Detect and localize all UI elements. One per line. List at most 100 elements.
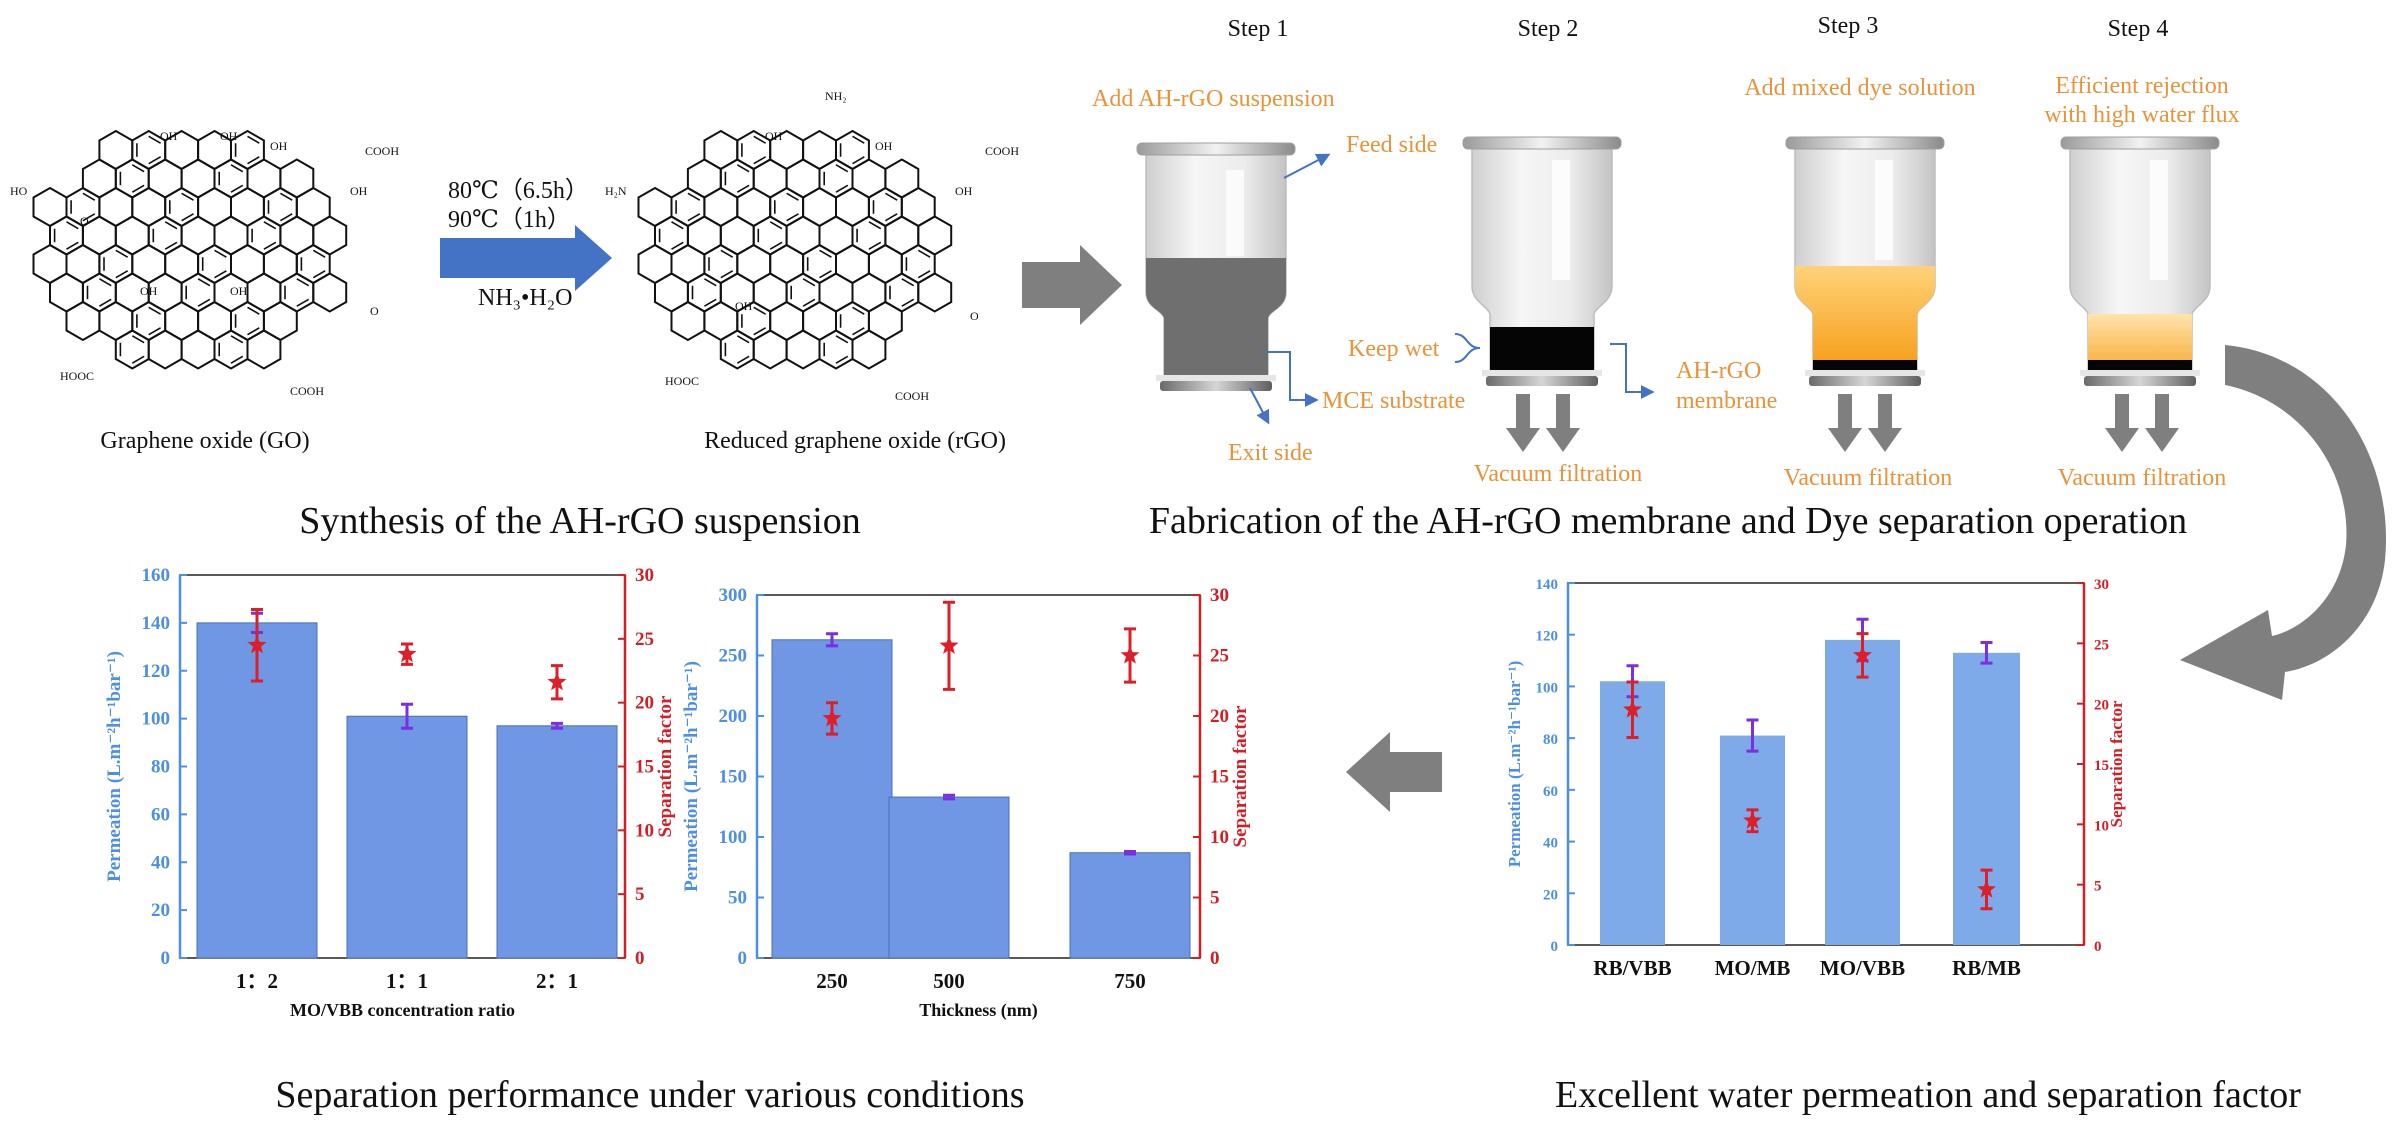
right-tick-label: 25 <box>1210 646 1229 667</box>
left-tick-label: 0 <box>738 948 748 969</box>
graphene-oxide-structure: OH OH OH COOH HO O OH OH OH HOOC COOH O <box>10 129 399 398</box>
add-suspension-label: Add AH-rGO suspension <box>1092 86 1335 112</box>
group-o-label: O <box>970 309 979 323</box>
left-tick-label: 120 <box>142 661 171 682</box>
group-oh-label: OH <box>955 184 973 198</box>
permeation-bar <box>346 715 468 959</box>
right-tick-label: 5 <box>635 884 645 905</box>
keep-wet-label: Keep wet <box>1348 336 1440 362</box>
right-axis-title: Separation factor <box>1230 705 1251 848</box>
vacuum-filtration-label-3: Vacuum filtration <box>1784 465 1953 491</box>
retained-dye-fill <box>2080 314 2200 360</box>
permeation-error-bar <box>401 702 413 730</box>
separation-factor-point <box>1120 645 1140 664</box>
heading-excellent: Excellent water permeation and separatio… <box>1555 1074 2301 1116</box>
left-tick-label: 300 <box>719 585 748 606</box>
group-oh-label: OH <box>140 284 158 298</box>
left-tick-label: 80 <box>1543 732 1558 748</box>
right-tick-label: 20 <box>2094 698 2109 714</box>
separation-factor-point <box>822 708 842 727</box>
vacuum-filtration-label-4: Vacuum filtration <box>2058 465 2227 491</box>
left-tick-label: 100 <box>142 709 171 730</box>
step-3-label: Step 3 <box>1818 13 1879 39</box>
right-tick-label: 25 <box>635 629 654 650</box>
group-hooc-label: HOOC <box>665 374 699 388</box>
left-tick-label: 20 <box>1543 887 1558 903</box>
separation-factor-point <box>1743 810 1762 829</box>
step-4-label: Step 4 <box>2108 16 2169 42</box>
left-axis-title: Permeation (L.m⁻²h⁻¹bar⁻¹) <box>104 651 125 882</box>
group-oh-label: OH <box>875 139 893 153</box>
heading-synthesis: Synthesis of the AH-rGO suspension <box>299 500 861 542</box>
condition-1: 80℃（6.5h） <box>448 178 589 204</box>
funnel-step-3 <box>1785 136 1945 386</box>
permeation-bar <box>771 639 893 959</box>
group-oh-label: OH <box>735 299 753 313</box>
group-h2n-label: H₂N <box>605 184 627 198</box>
left-tick-label: 200 <box>719 706 748 727</box>
left-tick-label: 250 <box>719 646 748 667</box>
group-oh-label: OH <box>230 284 248 298</box>
category-tick-label: 2：1 <box>536 969 578 993</box>
right-tick-label: 0 <box>635 948 645 969</box>
separation-factor-point <box>1853 645 1872 664</box>
flow-arrow-right <box>1022 245 1122 325</box>
x-axis-title: Thickness (nm) <box>919 1000 1038 1021</box>
left-tick-label: 140 <box>1536 577 1559 593</box>
left-tick-label: 60 <box>1543 784 1558 800</box>
reagent-label: NH₃•H₂O <box>478 285 572 311</box>
right-tick-label: 30 <box>2094 577 2109 593</box>
right-tick-label: 10 <box>1210 827 1229 848</box>
category-tick-label: MO/VBB <box>1820 956 1905 980</box>
efficient-label-2: with high water flux <box>2044 102 2239 128</box>
left-tick-label: 80 <box>151 757 170 778</box>
synthesis-arrow <box>440 225 612 291</box>
curved-flow-arrow <box>2180 345 2387 700</box>
left-axis-title: Permeation (L.m⁻²h⁻¹bar⁻¹) <box>681 661 702 892</box>
group-oh-label: OH <box>765 129 783 143</box>
condition-2: 90℃（1h） <box>448 207 571 233</box>
membrane-label-2: membrane <box>1676 388 1777 414</box>
left-tick-label: 60 <box>151 804 170 825</box>
permeation-bar <box>1720 735 1785 945</box>
separation-factor-point <box>247 635 267 654</box>
permeation-error-bar <box>943 793 955 801</box>
right-axis-title: Separation factor <box>655 695 676 838</box>
go-label: Graphene oxide (GO) <box>100 428 309 454</box>
dye-solution-fill <box>1795 266 1935 360</box>
vacuum-arrows-3 <box>1828 394 1902 452</box>
right-tick-label: 0 <box>1210 948 1220 969</box>
permeation-error-bar <box>551 721 563 730</box>
category-tick-label: 1：2 <box>236 969 278 993</box>
membrane-layer <box>1480 327 1610 370</box>
permeation-error-bar <box>1980 640 1993 665</box>
funnel-step-2 <box>1462 136 1622 386</box>
group-hooc-label: HOOC <box>60 369 94 383</box>
category-tick-label: RB/VBB <box>1593 956 1671 980</box>
group-cooh-label: COOH <box>985 144 1019 158</box>
feed-side-label: Feed side <box>1346 132 1437 158</box>
separation-factor-point <box>1977 879 1996 898</box>
flow-arrow-left <box>1346 732 1442 812</box>
vacuum-filtration-label-2: Vacuum filtration <box>1474 461 1643 487</box>
right-tick-label: 5 <box>2094 879 2102 895</box>
permeation-error-bar <box>826 632 838 648</box>
group-cooh-label: COOH <box>365 144 399 158</box>
group-oh-label: OH <box>350 184 368 198</box>
left-tick-label: 0 <box>1551 939 1559 955</box>
right-tick-label: 15 <box>635 757 654 778</box>
separation-factor-point <box>547 672 567 691</box>
category-tick-label: RB/MB <box>1952 956 2021 980</box>
vacuum-arrows-2 <box>1506 394 1580 452</box>
group-ho-label: HO <box>10 184 28 198</box>
permeation-error-bar <box>1746 718 1759 753</box>
separation-factor-point <box>1623 699 1642 718</box>
right-tick-label: 20 <box>1210 706 1229 727</box>
group-oh-label: OH <box>160 129 178 143</box>
group-nh2-label: NH₂ <box>825 89 847 103</box>
separation-factor-point <box>939 635 959 654</box>
